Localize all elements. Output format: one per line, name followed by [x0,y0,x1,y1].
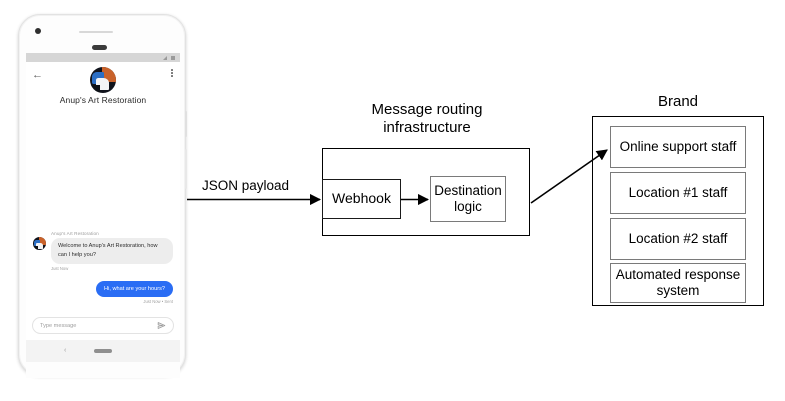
message-composer[interactable]: Type message [32,317,174,334]
kebab-menu-icon[interactable] [171,69,173,79]
infrastructure-title-line1: Message routing [371,101,483,118]
message-timestamp: Just Now [51,265,69,271]
power-button[interactable] [185,111,187,137]
message-sender-name: Anup's Art Restoration [51,231,99,237]
brand-item-location-1-staff[interactable]: Location #1 staff [610,172,746,214]
message-bubble-incoming: Welcome to Anup's Art Restoration, how c… [51,238,173,264]
infrastructure-title-line2: infrastructure [383,119,471,136]
infrastructure-title: Message routing infrastructure [322,101,532,137]
nav-back-icon[interactable]: ‹ [64,347,67,354]
brand-title: Brand [657,93,699,110]
brand-item-online-support-staff[interactable]: Online support staff [610,126,746,168]
phone-top-bezel [19,15,185,53]
status-bar [26,53,180,62]
nav-home-pill-icon[interactable] [94,349,112,353]
speaker-icon [92,45,107,50]
android-nav-bar: ‹ [26,340,180,362]
chat-app-bar: ← Anup's Art Restoration [26,62,180,114]
back-arrow-icon[interactable]: ← [32,69,43,81]
brand-container [592,116,764,306]
node-webhook[interactable]: Webhook [322,179,401,219]
send-icon[interactable] [157,321,166,330]
brand-item-location-2-staff[interactable]: Location #2 staff [610,218,746,260]
volume-button[interactable] [185,149,187,189]
message-outgoing: Hi, what are your hours? Just Now • Sent [33,277,173,304]
brand-item-automated-response-system[interactable]: Automated response system [610,263,746,303]
node-destination-logic[interactable]: Destination logic [430,176,506,222]
avatar [90,67,116,93]
phone-screen: ← Anup's Art Restoration Anup's Art Rest… [26,62,180,340]
edge-destination-logic-to-online-support-staff [530,149,608,204]
front-camera-icon [35,28,41,34]
battery-icon [171,56,175,60]
phone-bottom-bezel [26,362,180,378]
earpiece-icon [79,31,113,33]
message-thread: Anup's Art Restoration Welcome to Anup's… [26,231,180,304]
edge-label-json-payload: JSON payload [202,178,290,193]
message-bubble-outgoing: Hi, what are your hours? [96,280,173,297]
phone-mockup: ← Anup's Art Restoration Anup's Art Rest… [18,14,187,378]
avatar [33,237,46,251]
message-incoming: Anup's Art Restoration Welcome to Anup's… [33,231,173,271]
signal-icon [163,56,167,60]
page-title: Anup's Art Restoration [59,95,147,105]
message-status: Just Now • Sent [143,299,173,304]
message-input-placeholder[interactable]: Type message [40,322,77,329]
